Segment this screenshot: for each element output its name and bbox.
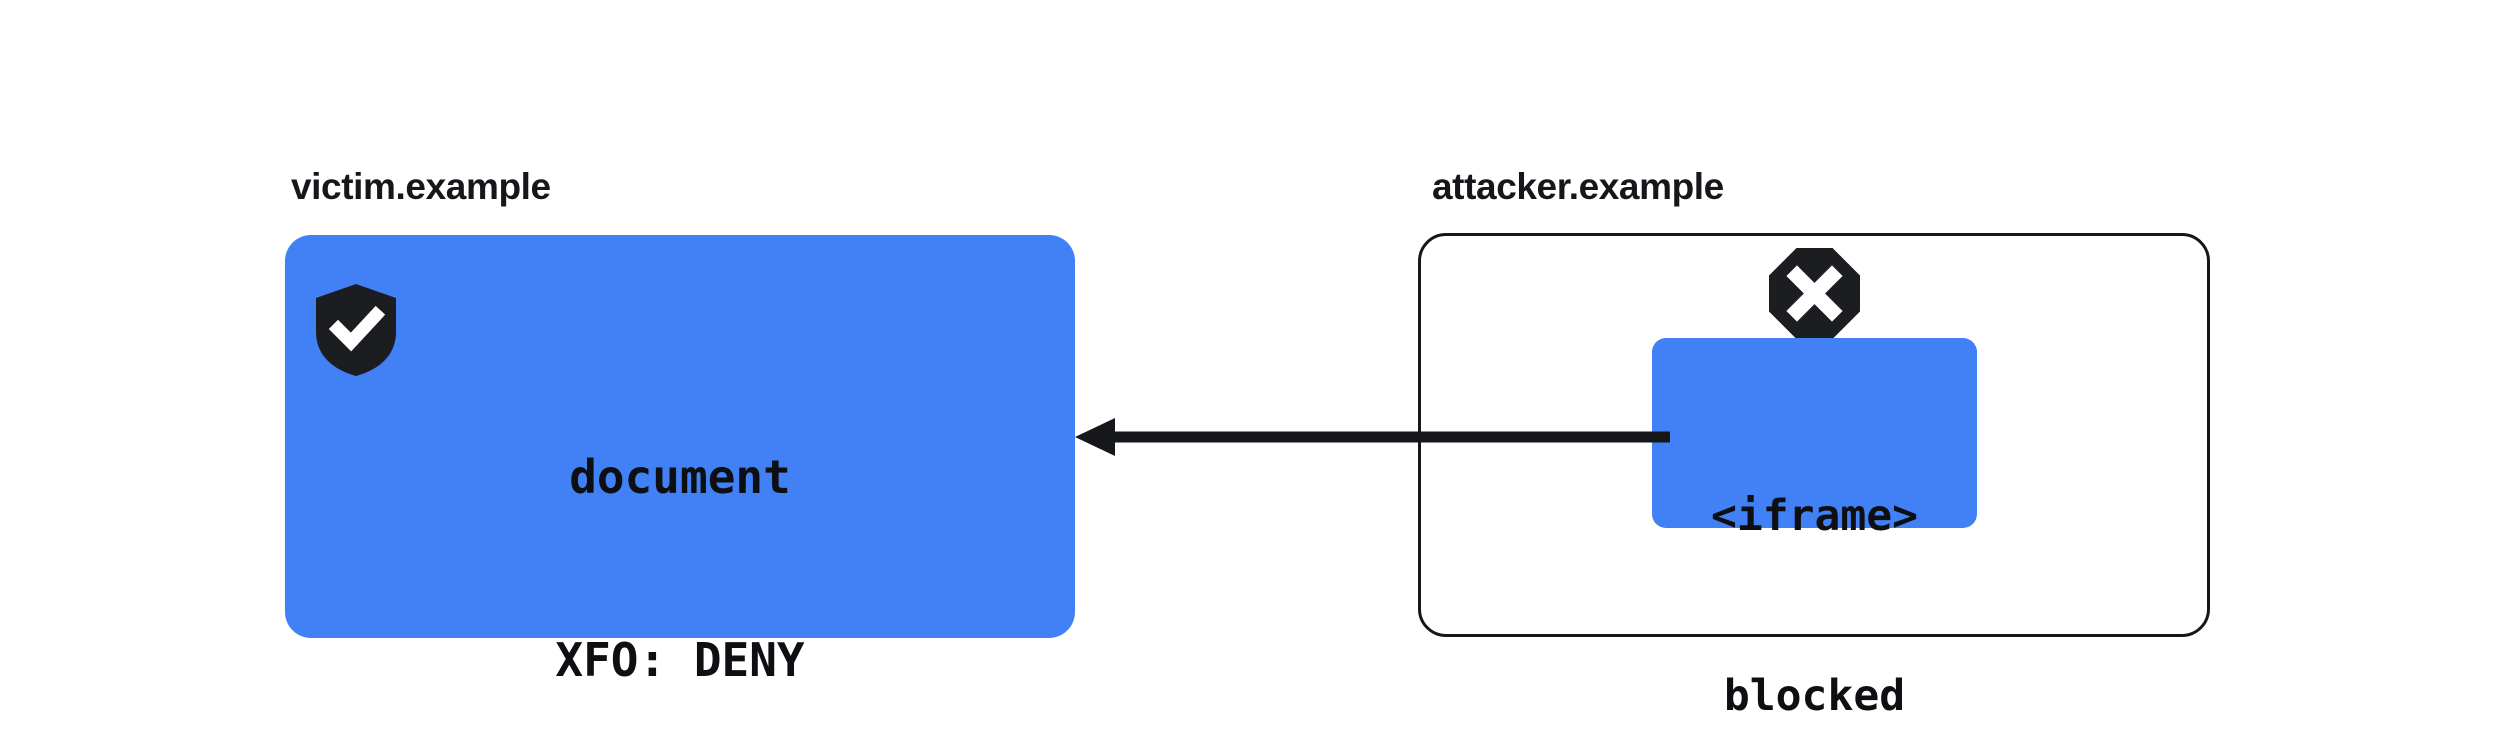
- attacker-origin-label: attacker.example: [1432, 166, 1724, 207]
- attacker-iframe-text: <iframe> blocked: [1652, 366, 1977, 740]
- blocked-embed-arrow: [1060, 405, 1670, 469]
- victim-line-xfo: XFO: DENY: [555, 633, 805, 687]
- victim-policy-text: document XFO: DENY or CSP: frame-ancesto…: [285, 325, 1075, 740]
- victim-line-document: document: [569, 450, 791, 504]
- victim-origin-label: victim.example: [291, 166, 551, 207]
- shield-check-icon: [312, 282, 400, 378]
- iframe-line-tag: <iframe>: [1710, 491, 1919, 541]
- attacker-iframe-chip: [1652, 338, 1977, 528]
- x-octagon-icon: [1767, 246, 1862, 341]
- victim-document-panel: [285, 235, 1075, 638]
- iframe-line-blocked: blocked: [1723, 671, 1906, 721]
